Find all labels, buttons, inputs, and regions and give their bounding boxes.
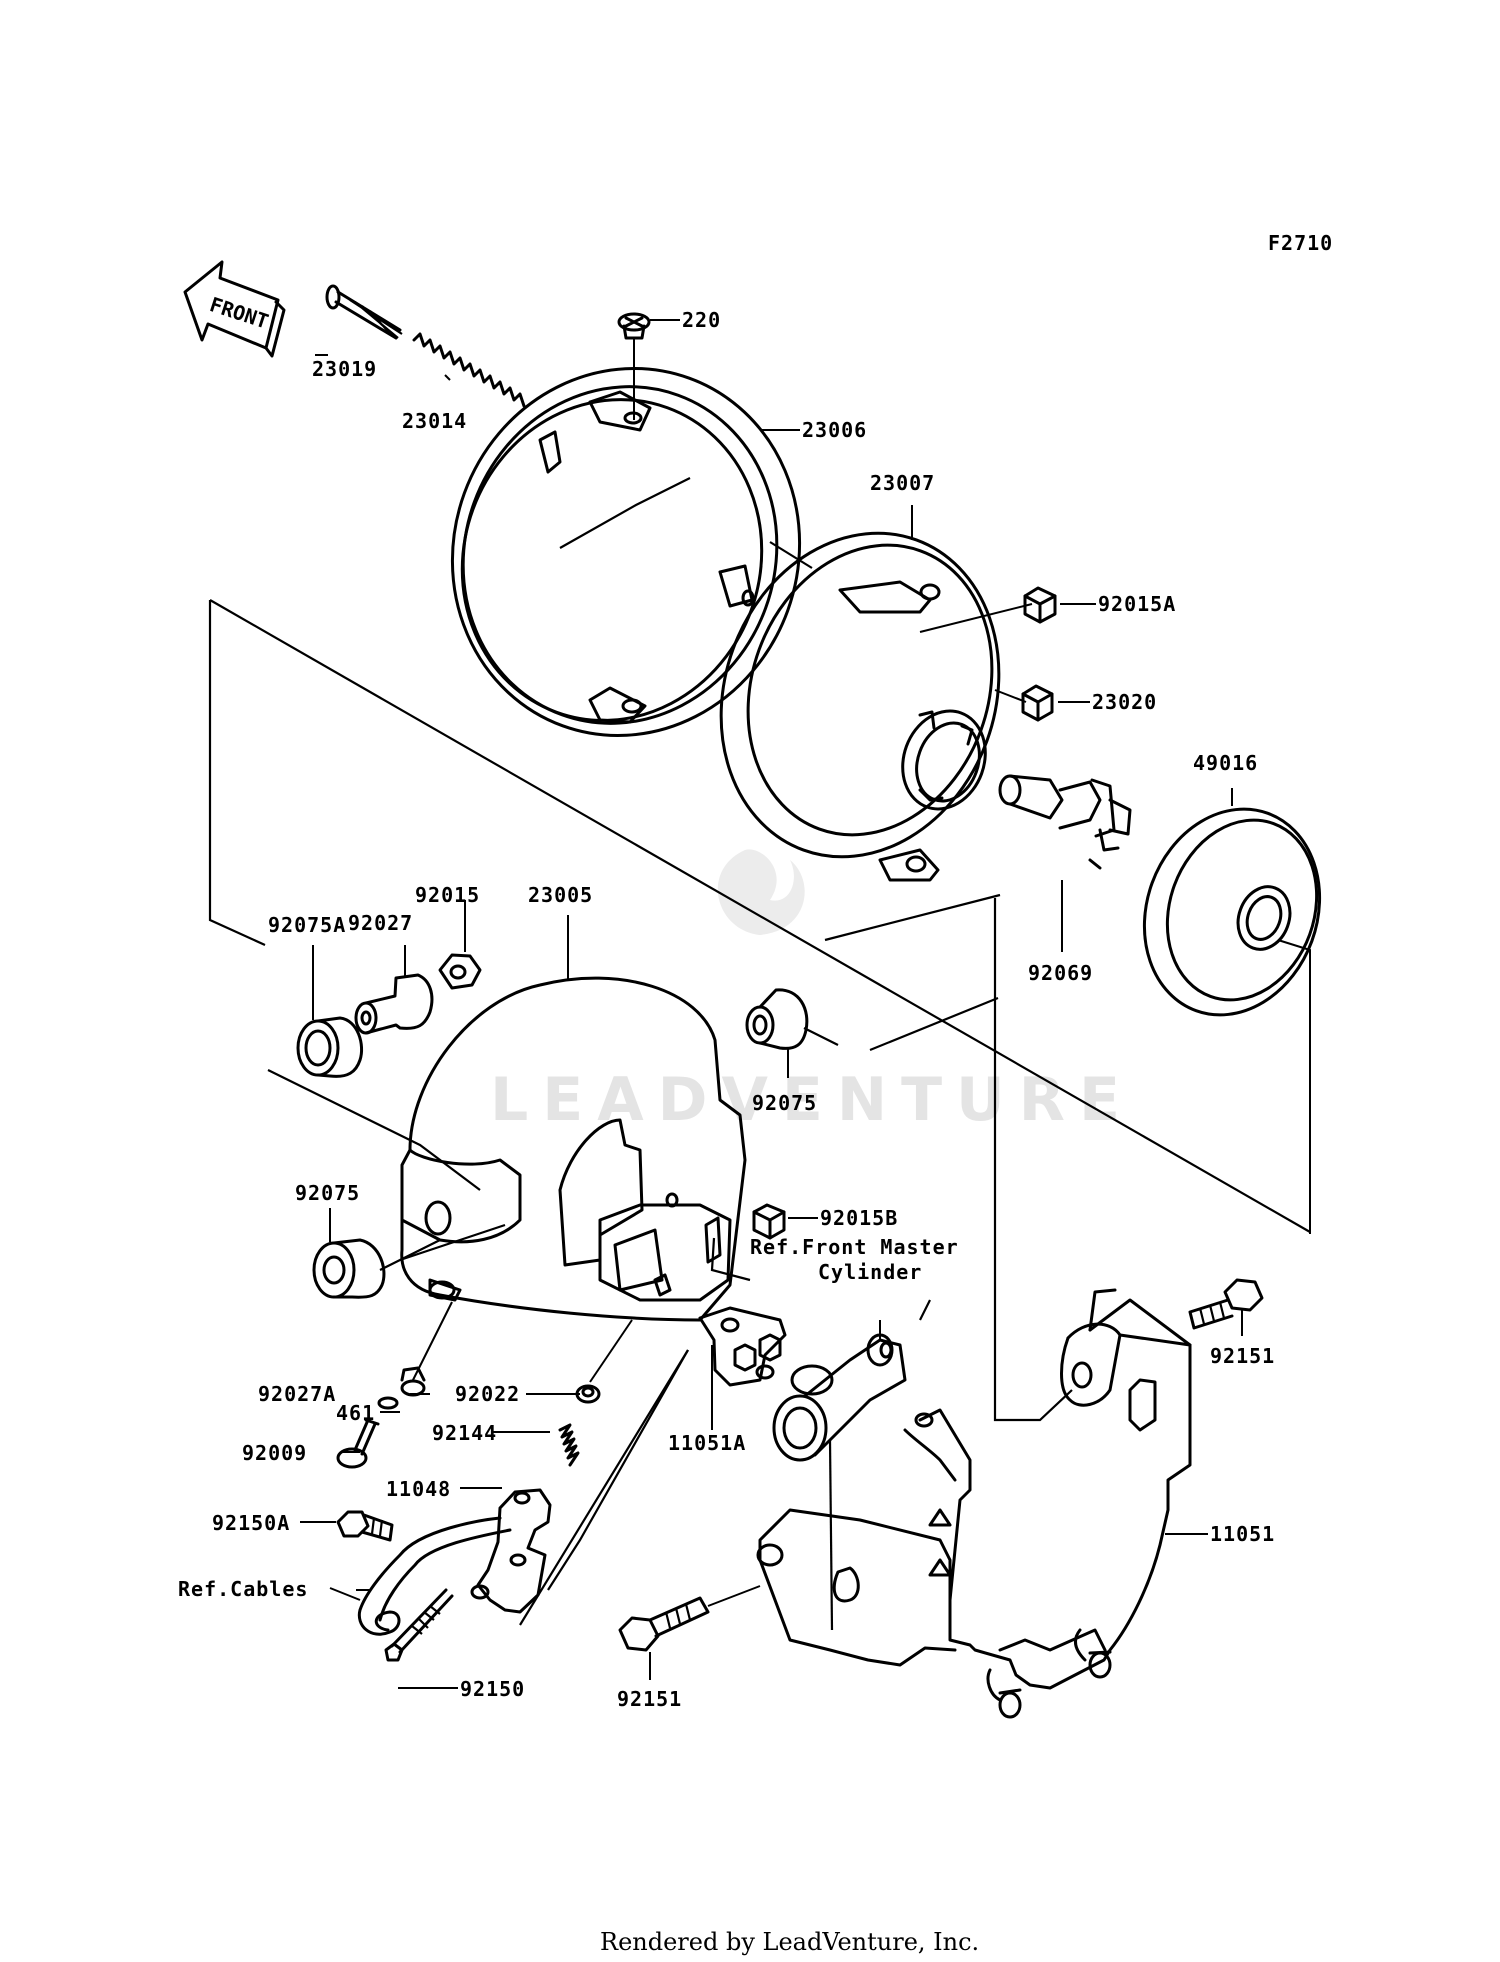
label-23019: 23019: [312, 357, 377, 381]
label-92022: 92022: [455, 1382, 520, 1406]
nut-92015: [438, 900, 482, 990]
label-92027: 92027: [348, 911, 413, 935]
part-labels: 220 23019 23014 23006 23007 92015A 23020…: [178, 308, 1275, 1711]
label-11051: 11051: [1210, 1522, 1275, 1546]
bulb-92069: [998, 774, 1132, 952]
label-23014: 23014: [402, 409, 467, 433]
headlight-rim-23006: [450, 366, 802, 738]
label-92015A: 92015A: [1098, 592, 1176, 616]
label-49016: 49016: [1193, 751, 1258, 775]
bracket-11048: [470, 1488, 552, 1614]
label-11051A: 11051A: [668, 1431, 746, 1455]
clamp-11051A: [698, 1306, 787, 1430]
ref-cables: Ref.Cables: [178, 1577, 308, 1601]
mount-bracket-11051: [756, 1288, 1208, 1719]
ref-front-master-line1: Ref.Front Master: [750, 1235, 959, 1259]
figure-code: F2710: [1268, 231, 1333, 255]
label-92075-left: 92075: [295, 1181, 360, 1205]
footer-credit: Rendered by LeadVenture, Inc.: [600, 1928, 979, 1956]
screw-92009: [336, 1418, 380, 1469]
nut-92015A: [919, 586, 1096, 633]
leader-lines: [300, 319, 913, 1601]
label-23006: 23006: [802, 418, 867, 442]
watermark-text: LEADVENTURE: [490, 1065, 1134, 1135]
label-92150A: 92150A: [212, 1511, 290, 1535]
label-92150: 92150: [460, 1677, 525, 1701]
label-23007: 23007: [870, 471, 935, 495]
boot-49016: [1142, 788, 1322, 1234]
nut-23020: [994, 684, 1090, 722]
screw-220: [617, 312, 651, 420]
label-92075A: 92075A: [268, 913, 346, 937]
grommet-92075-left: [312, 1208, 386, 1299]
cable-clip: [356, 1516, 512, 1636]
label-11048: 11048: [386, 1477, 451, 1501]
ref-front-master-line2: Cylinder: [818, 1260, 922, 1284]
headlight-unit-23007: [719, 531, 1001, 882]
washer-461: [377, 1396, 399, 1410]
headlight-housing-23005: [400, 915, 747, 1322]
label-220: 220: [682, 308, 721, 332]
label-461: 461: [336, 1401, 375, 1425]
label-92069: 92069: [1028, 961, 1093, 985]
bolt-92150: [384, 1588, 458, 1689]
assembly-guide-lines: [208, 477, 1311, 1631]
spring-92144: [558, 1423, 580, 1467]
front-direction-arrow: FRONT: [183, 260, 286, 358]
label-92015: 92015: [415, 883, 480, 907]
label-92151-right: 92151: [1210, 1344, 1275, 1368]
label-92075-right: 92075: [752, 1091, 817, 1115]
washer-92022: [575, 1319, 633, 1404]
grommet-92075A: [296, 945, 364, 1078]
label-23020: 23020: [1092, 690, 1157, 714]
nut-92015B: [752, 1203, 818, 1240]
collar-92027A: [400, 1301, 453, 1397]
label-92009: 92009: [242, 1441, 307, 1465]
watermark: LEADVENTURE: [490, 849, 1134, 1135]
collar-92027: [354, 945, 434, 1035]
label-23005: 23005: [528, 883, 593, 907]
bolt-92150A: [336, 1510, 394, 1542]
label-92027A: 92027A: [258, 1382, 336, 1406]
bolt-92151-right: [1188, 1278, 1264, 1336]
master-cylinder-reference: [772, 1320, 907, 1462]
label-92144: 92144: [432, 1421, 497, 1445]
bolt-23019: [325, 284, 403, 340]
label-92151-bottom: 92151: [617, 1687, 682, 1711]
bolt-92151-bottom: [618, 1585, 761, 1680]
spring-23014: [412, 332, 526, 408]
label-92015B: 92015B: [820, 1206, 898, 1230]
